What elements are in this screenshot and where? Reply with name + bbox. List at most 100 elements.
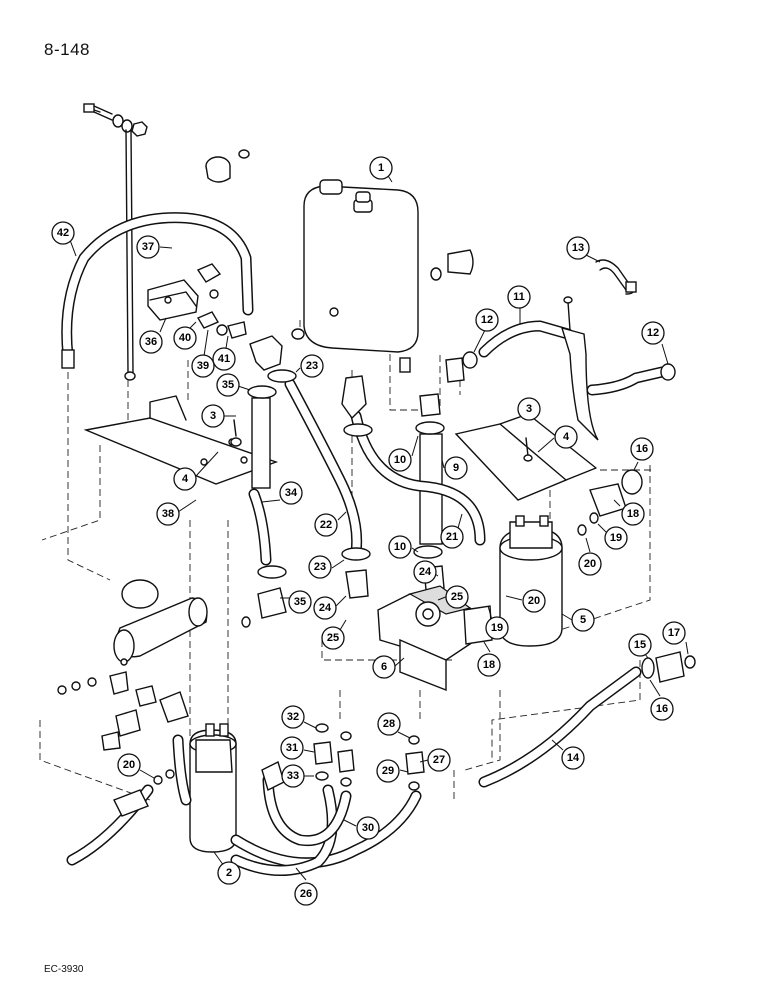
line-lower-left xyxy=(66,769,175,866)
svg-text:24: 24 xyxy=(419,566,432,578)
accumulator-cylinder xyxy=(113,597,208,666)
svg-text:41: 41 xyxy=(218,353,230,365)
callout-28: 28 xyxy=(377,712,401,736)
callout-9: 9 xyxy=(444,456,468,480)
callout-24: 24 xyxy=(313,596,337,620)
svg-text:20: 20 xyxy=(123,759,135,771)
callout-21: 21 xyxy=(440,525,464,549)
hose-14 xyxy=(478,666,642,788)
callout-12: 12 xyxy=(475,308,499,332)
svg-text:23: 23 xyxy=(306,360,318,372)
callout-19: 19 xyxy=(485,616,509,640)
svg-text:18: 18 xyxy=(627,508,639,520)
svg-text:36: 36 xyxy=(145,336,157,348)
callout-15: 15 xyxy=(628,633,652,657)
svg-text:15: 15 xyxy=(634,639,646,651)
callout-18: 18 xyxy=(621,502,645,526)
svg-text:21: 21 xyxy=(446,531,458,543)
fittings-lower-middle xyxy=(261,723,425,791)
svg-text:24: 24 xyxy=(319,602,332,614)
reservoir-tank xyxy=(303,179,474,353)
hose-42 xyxy=(61,212,254,369)
svg-text:14: 14 xyxy=(567,752,580,764)
callout-10: 10 xyxy=(388,535,412,559)
svg-text:6: 6 xyxy=(381,661,387,673)
svg-text:3: 3 xyxy=(210,410,216,422)
pipe-35 xyxy=(251,397,271,489)
callout-23: 23 xyxy=(300,354,324,378)
callout-40: 40 xyxy=(173,326,197,350)
svg-text:12: 12 xyxy=(647,327,659,339)
hose-11 xyxy=(462,320,574,369)
svg-text:27: 27 xyxy=(433,754,445,766)
callout-6: 6 xyxy=(372,655,396,679)
svg-text:35: 35 xyxy=(222,379,234,391)
svg-text:3: 3 xyxy=(526,403,532,415)
callout-27: 27 xyxy=(427,748,451,772)
svg-text:16: 16 xyxy=(636,443,648,455)
svg-text:18: 18 xyxy=(483,659,495,671)
callout-3: 3 xyxy=(201,404,225,428)
valve-block-36 xyxy=(147,263,247,339)
svg-text:25: 25 xyxy=(451,591,463,603)
callout-5: 5 xyxy=(571,608,595,632)
pump-body xyxy=(377,585,493,692)
callout-20: 20 xyxy=(578,552,602,576)
filler-cap xyxy=(205,149,250,183)
callout-37: 37 xyxy=(136,235,160,259)
svg-text:19: 19 xyxy=(610,532,622,544)
svg-text:4: 4 xyxy=(563,431,570,443)
fitting-15-17 xyxy=(641,651,696,683)
mounting-plate-left xyxy=(83,395,279,485)
callout-4: 4 xyxy=(173,467,197,491)
callout-32: 32 xyxy=(281,705,305,729)
callout-25: 25 xyxy=(321,626,345,650)
rod-assembly xyxy=(83,103,148,381)
callout-1: 1 xyxy=(369,156,393,180)
filter-canister-2 xyxy=(189,723,237,853)
callout-30: 30 xyxy=(356,816,380,840)
callout-19: 19 xyxy=(604,526,628,550)
mount-bracket-right xyxy=(560,296,599,441)
connector-18 xyxy=(577,469,643,536)
svg-text:4: 4 xyxy=(182,473,189,485)
callout-26: 26 xyxy=(294,882,318,906)
svg-text:1: 1 xyxy=(378,162,384,174)
svg-text:10: 10 xyxy=(394,454,406,466)
callout-17: 17 xyxy=(662,621,686,645)
callout-39: 39 xyxy=(191,354,215,378)
svg-text:37: 37 xyxy=(142,241,154,253)
filter-housing-5 xyxy=(499,515,563,647)
hose-21 xyxy=(350,410,486,546)
svg-text:2: 2 xyxy=(226,867,232,879)
callout-31: 31 xyxy=(280,736,304,760)
callout-16: 16 xyxy=(650,697,674,721)
elbow-fitting xyxy=(249,328,305,371)
callout-20: 20 xyxy=(117,753,141,777)
callout-29: 29 xyxy=(376,759,400,783)
callout-23: 23 xyxy=(308,555,332,579)
clamp-13 xyxy=(595,259,637,295)
svg-text:10: 10 xyxy=(394,541,406,553)
callout-35: 35 xyxy=(288,590,312,614)
svg-text:23: 23 xyxy=(314,561,326,573)
callout-22: 22 xyxy=(314,513,338,537)
svg-text:11: 11 xyxy=(513,291,525,303)
callout-25: 25 xyxy=(445,585,469,609)
svg-text:34: 34 xyxy=(285,487,298,499)
svg-text:20: 20 xyxy=(584,558,596,570)
callout-10: 10 xyxy=(388,448,412,472)
callout-24: 24 xyxy=(413,560,437,584)
svg-text:5: 5 xyxy=(580,614,586,626)
fittings-left xyxy=(57,671,189,751)
callout-14: 14 xyxy=(561,746,585,770)
svg-text:38: 38 xyxy=(162,508,174,520)
figure-code: EC-3930 xyxy=(44,964,84,975)
callout-33: 33 xyxy=(281,764,305,788)
svg-text:30: 30 xyxy=(362,822,374,834)
callout-34: 34 xyxy=(279,481,303,505)
clamp-rings xyxy=(121,369,445,609)
svg-text:13: 13 xyxy=(572,242,584,254)
callout-12: 12 xyxy=(641,321,665,345)
